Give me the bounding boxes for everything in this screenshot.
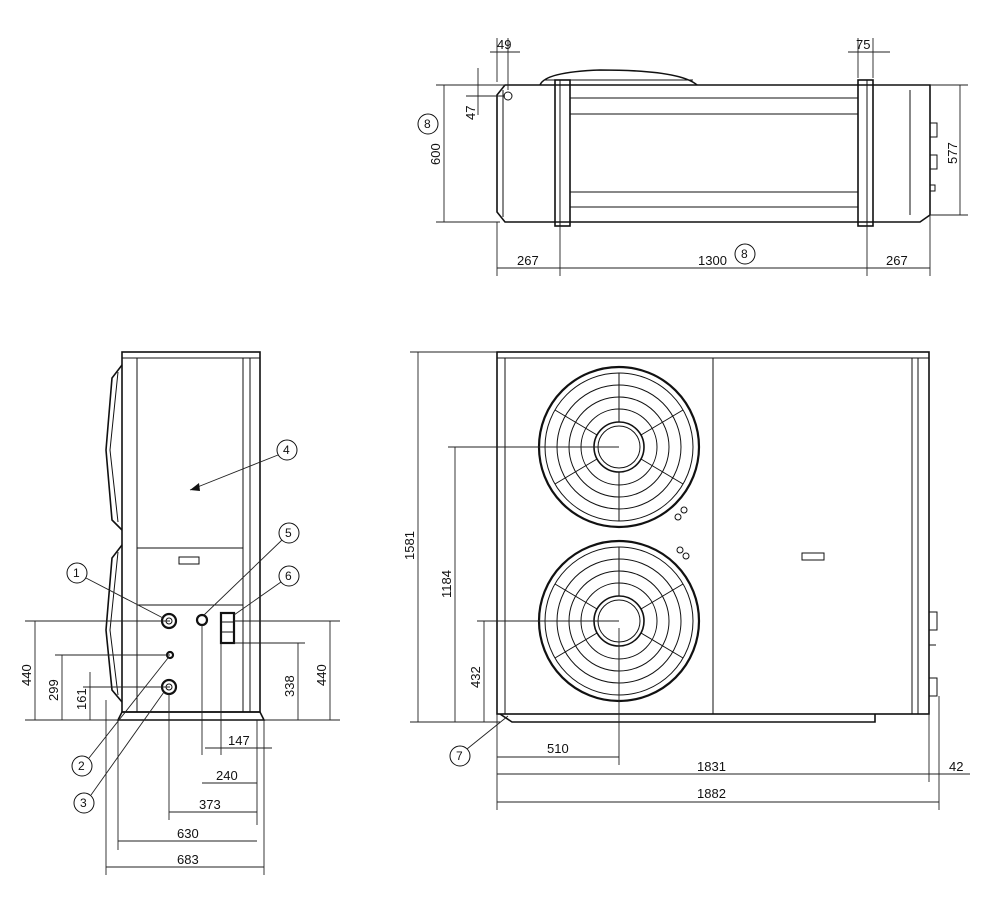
side-cabinet — [121, 351, 261, 713]
dim-600: 600 — [428, 143, 443, 165]
side-view: 4 5 6 1 2 3 440 299 161 338 44 — [19, 351, 340, 875]
dim-267-left: 267 — [517, 253, 539, 268]
dim-338: 338 — [282, 675, 297, 697]
dim-630: 630 — [177, 826, 199, 841]
dim-440-left: 440 — [19, 664, 34, 686]
dim-49: 49 — [497, 37, 511, 52]
connection-6 — [219, 611, 236, 645]
dim-1300: 1300 — [698, 253, 727, 268]
front-handle — [801, 552, 825, 561]
top-view: 49 75 47 600 8 577 267 1300 8 267 — [417, 37, 968, 276]
dim-42: 42 — [949, 759, 963, 774]
dim-440-right: 440 — [314, 664, 329, 686]
connection-5 — [195, 613, 209, 627]
svg-text:6: 6 — [285, 569, 292, 583]
svg-text:7: 7 — [456, 749, 463, 763]
callout-6 — [278, 565, 300, 587]
callout-1 — [66, 562, 88, 584]
callout-8-top — [417, 113, 439, 135]
dim-1581: 1581 — [402, 531, 417, 560]
dim-432: 432 — [468, 666, 483, 688]
dim-373: 373 — [199, 797, 221, 812]
top-view-fan-hump — [539, 69, 698, 86]
right-mounting-rail — [857, 79, 874, 227]
side-base — [116, 711, 266, 721]
dim-577: 577 — [945, 142, 960, 164]
side-fan-lower — [105, 544, 123, 703]
svg-text:5: 5 — [285, 526, 292, 540]
dim-1831: 1831 — [697, 759, 726, 774]
callout-7 — [449, 745, 471, 767]
dim-510: 510 — [547, 741, 569, 756]
dim-75: 75 — [856, 37, 870, 52]
dim-240: 240 — [216, 768, 238, 783]
dim-267-right: 267 — [886, 253, 908, 268]
dim-1184: 1184 — [439, 570, 454, 598]
callout-8-bottom — [734, 243, 756, 265]
side-fan-upper — [105, 364, 123, 531]
svg-text:2: 2 — [78, 759, 85, 773]
svg-text:1: 1 — [73, 566, 80, 580]
callout-4 — [276, 439, 298, 461]
side-handle — [178, 556, 200, 565]
callout-3 — [73, 792, 95, 814]
left-mounting-rail — [554, 79, 571, 227]
dim-683: 683 — [177, 852, 199, 867]
svg-text:8: 8 — [741, 247, 748, 261]
dim-1882: 1882 — [697, 786, 726, 801]
svg-text:4: 4 — [283, 443, 290, 457]
dim-161: 161 — [74, 688, 89, 710]
callout-2 — [71, 755, 93, 777]
svg-text:3: 3 — [80, 796, 87, 810]
svg-text:8: 8 — [424, 117, 431, 131]
dim-47: 47 — [463, 106, 478, 120]
callout-5 — [278, 522, 300, 544]
front-base — [499, 713, 876, 723]
front-view: 1581 1184 432 510 1831 42 1882 7 — [402, 351, 970, 810]
dim-147: 147 — [228, 733, 250, 748]
top-view-body-outline — [496, 84, 931, 223]
dim-299: 299 — [46, 679, 61, 701]
